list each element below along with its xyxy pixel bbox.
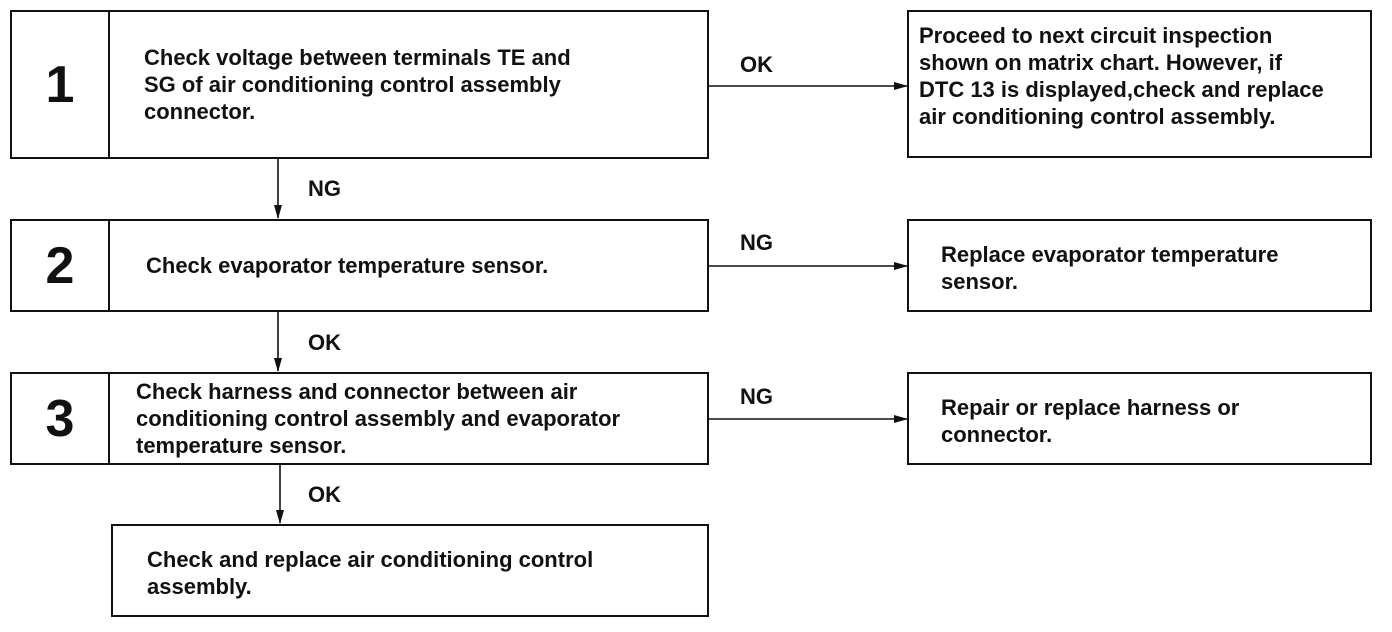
label-step2-ng: NG (740, 230, 773, 255)
step-2-text: Check evaporator temperature sensor. (146, 253, 549, 278)
step-2-number: 2 (12, 221, 110, 310)
label-step3-ng: NG (740, 384, 773, 409)
result-1-box: Proceed to next circuit inspection shown… (907, 10, 1372, 158)
step-3-number: 3 (12, 374, 110, 463)
final-box: Check and replace air conditioning contr… (111, 524, 709, 617)
step-1-box: 1 Check voltage between terminals TE and… (10, 10, 709, 159)
step-3-box: 3 Check harness and connector between ai… (10, 372, 709, 465)
step-3-text: Check harness and connector between air … (136, 379, 621, 458)
step-1-number: 1 (12, 12, 110, 157)
label-step3-ok: OK (308, 482, 341, 507)
label-step1-ok: OK (740, 52, 773, 77)
step-1-text: Check voltage between terminals TE and S… (144, 45, 571, 124)
result-2-box: Replace evaporator temperature sensor. (907, 219, 1372, 312)
step-2-box: 2 Check evaporator temperature sensor. (10, 219, 709, 312)
label-step1-ng: NG (308, 176, 341, 201)
label-step2-ok: OK (308, 330, 341, 355)
result-3-box: Repair or replace harness or connector. (907, 372, 1372, 465)
